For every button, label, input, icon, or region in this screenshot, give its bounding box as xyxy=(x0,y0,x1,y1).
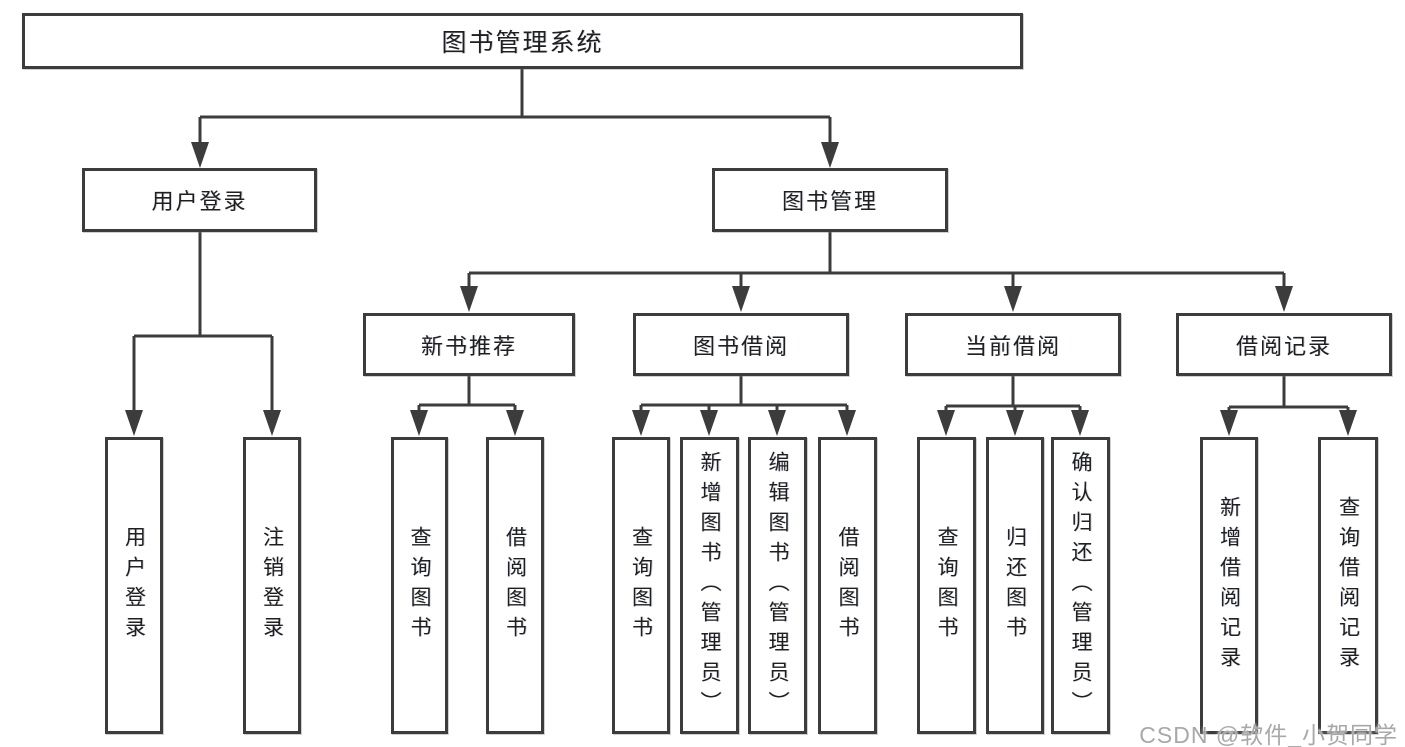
node-book-management: 图书管理 xyxy=(712,168,948,232)
arrowhead xyxy=(410,410,428,436)
arrowhead xyxy=(937,410,955,436)
arrowhead xyxy=(506,410,524,436)
node-label: 当前借阅 xyxy=(964,333,1061,359)
node-book-borrow: 图书借阅 xyxy=(633,313,849,376)
arrowhead xyxy=(768,410,786,436)
connector-recommend-to-leaves xyxy=(417,376,517,414)
leaf-label: 注销登录 xyxy=(260,525,284,646)
leaf-borrow-borrow-books: 借阅图书 xyxy=(818,437,877,734)
arrowhead xyxy=(125,410,143,436)
leaf-label: 用户登录 xyxy=(122,525,146,646)
leaf-borrow-edit-books-admin: 编辑图书（管理员） xyxy=(748,437,807,734)
node-label: 新书推荐 xyxy=(420,333,517,359)
leaf-label: 查询图书 xyxy=(935,525,958,646)
leaf-current-confirm-return-admin: 确认归还（管理员） xyxy=(1051,437,1110,734)
arrowhead xyxy=(821,142,839,168)
connector-login-to-leaves xyxy=(132,232,274,414)
arrowhead xyxy=(191,142,209,168)
leaf-label: 借阅图书 xyxy=(836,525,859,646)
leaf-current-query-books: 查询图书 xyxy=(917,437,976,734)
leaf-label: 新增借阅记录 xyxy=(1217,495,1241,676)
arrowhead xyxy=(838,410,856,436)
leaf-records-add-record: 新增借阅记录 xyxy=(1200,437,1258,734)
node-label: 借阅记录 xyxy=(1235,333,1332,359)
arrowhead xyxy=(632,410,650,436)
node-new-book-recommend: 新书推荐 xyxy=(363,313,575,376)
connector-current-to-leaves xyxy=(944,376,1082,414)
leaf-recommend-query-books: 查询图书 xyxy=(391,437,448,734)
leaf-borrow-add-books-admin: 新增图书（管理员） xyxy=(680,437,739,734)
connector-records-to-leaves xyxy=(1227,376,1350,414)
arrowhead xyxy=(1004,286,1022,312)
arrowheads xyxy=(125,142,1357,436)
arrowhead xyxy=(1275,286,1293,312)
leaf-label: 新增图书（管理员） xyxy=(698,450,721,721)
connector-root-to-level2 xyxy=(198,69,832,146)
leaf-records-query-record: 查询借阅记录 xyxy=(1318,437,1378,734)
leaf-recommend-borrow-books: 借阅图书 xyxy=(486,437,544,734)
node-label: 图书管理系统 xyxy=(441,29,604,57)
arrowhead xyxy=(732,286,750,312)
node-label: 图书管理 xyxy=(781,189,878,214)
leaf-user-login: 用户登录 xyxy=(105,437,163,734)
leaf-label: 编辑图书（管理员） xyxy=(766,450,789,721)
leaf-label: 查询图书 xyxy=(629,525,653,646)
leaf-label: 确认归还（管理员） xyxy=(1069,450,1092,721)
arrowhead xyxy=(1220,410,1238,436)
node-user-login: 用户登录 xyxy=(82,168,317,232)
connector-mgmt-to-level3 xyxy=(467,232,1286,290)
leaf-label: 归还图书 xyxy=(1003,525,1027,646)
node-borrow-records: 借阅记录 xyxy=(1176,313,1392,376)
arrowhead xyxy=(1339,410,1357,436)
csdn-watermark: CSDN @软件_小贺同学 xyxy=(1139,722,1398,747)
leaf-label: 借阅图书 xyxy=(503,525,527,646)
arrowhead xyxy=(1006,410,1024,436)
leaf-current-return-books: 归还图书 xyxy=(986,437,1044,734)
node-root-system: 图书管理系统 xyxy=(22,13,1023,69)
arrowhead xyxy=(700,410,718,436)
node-label: 用户登录 xyxy=(151,189,248,214)
leaf-logout: 注销登录 xyxy=(243,437,301,734)
arrowhead xyxy=(263,410,281,436)
leaf-borrow-query-books: 查询图书 xyxy=(612,437,670,734)
connector-borrow-to-leaves xyxy=(639,376,849,414)
node-label: 图书借阅 xyxy=(692,333,789,359)
arrowhead xyxy=(460,286,478,312)
arrowhead xyxy=(1071,410,1089,436)
node-current-borrow: 当前借阅 xyxy=(905,313,1121,376)
leaf-label: 查询图书 xyxy=(408,525,431,646)
leaf-label: 查询借阅记录 xyxy=(1336,495,1360,676)
